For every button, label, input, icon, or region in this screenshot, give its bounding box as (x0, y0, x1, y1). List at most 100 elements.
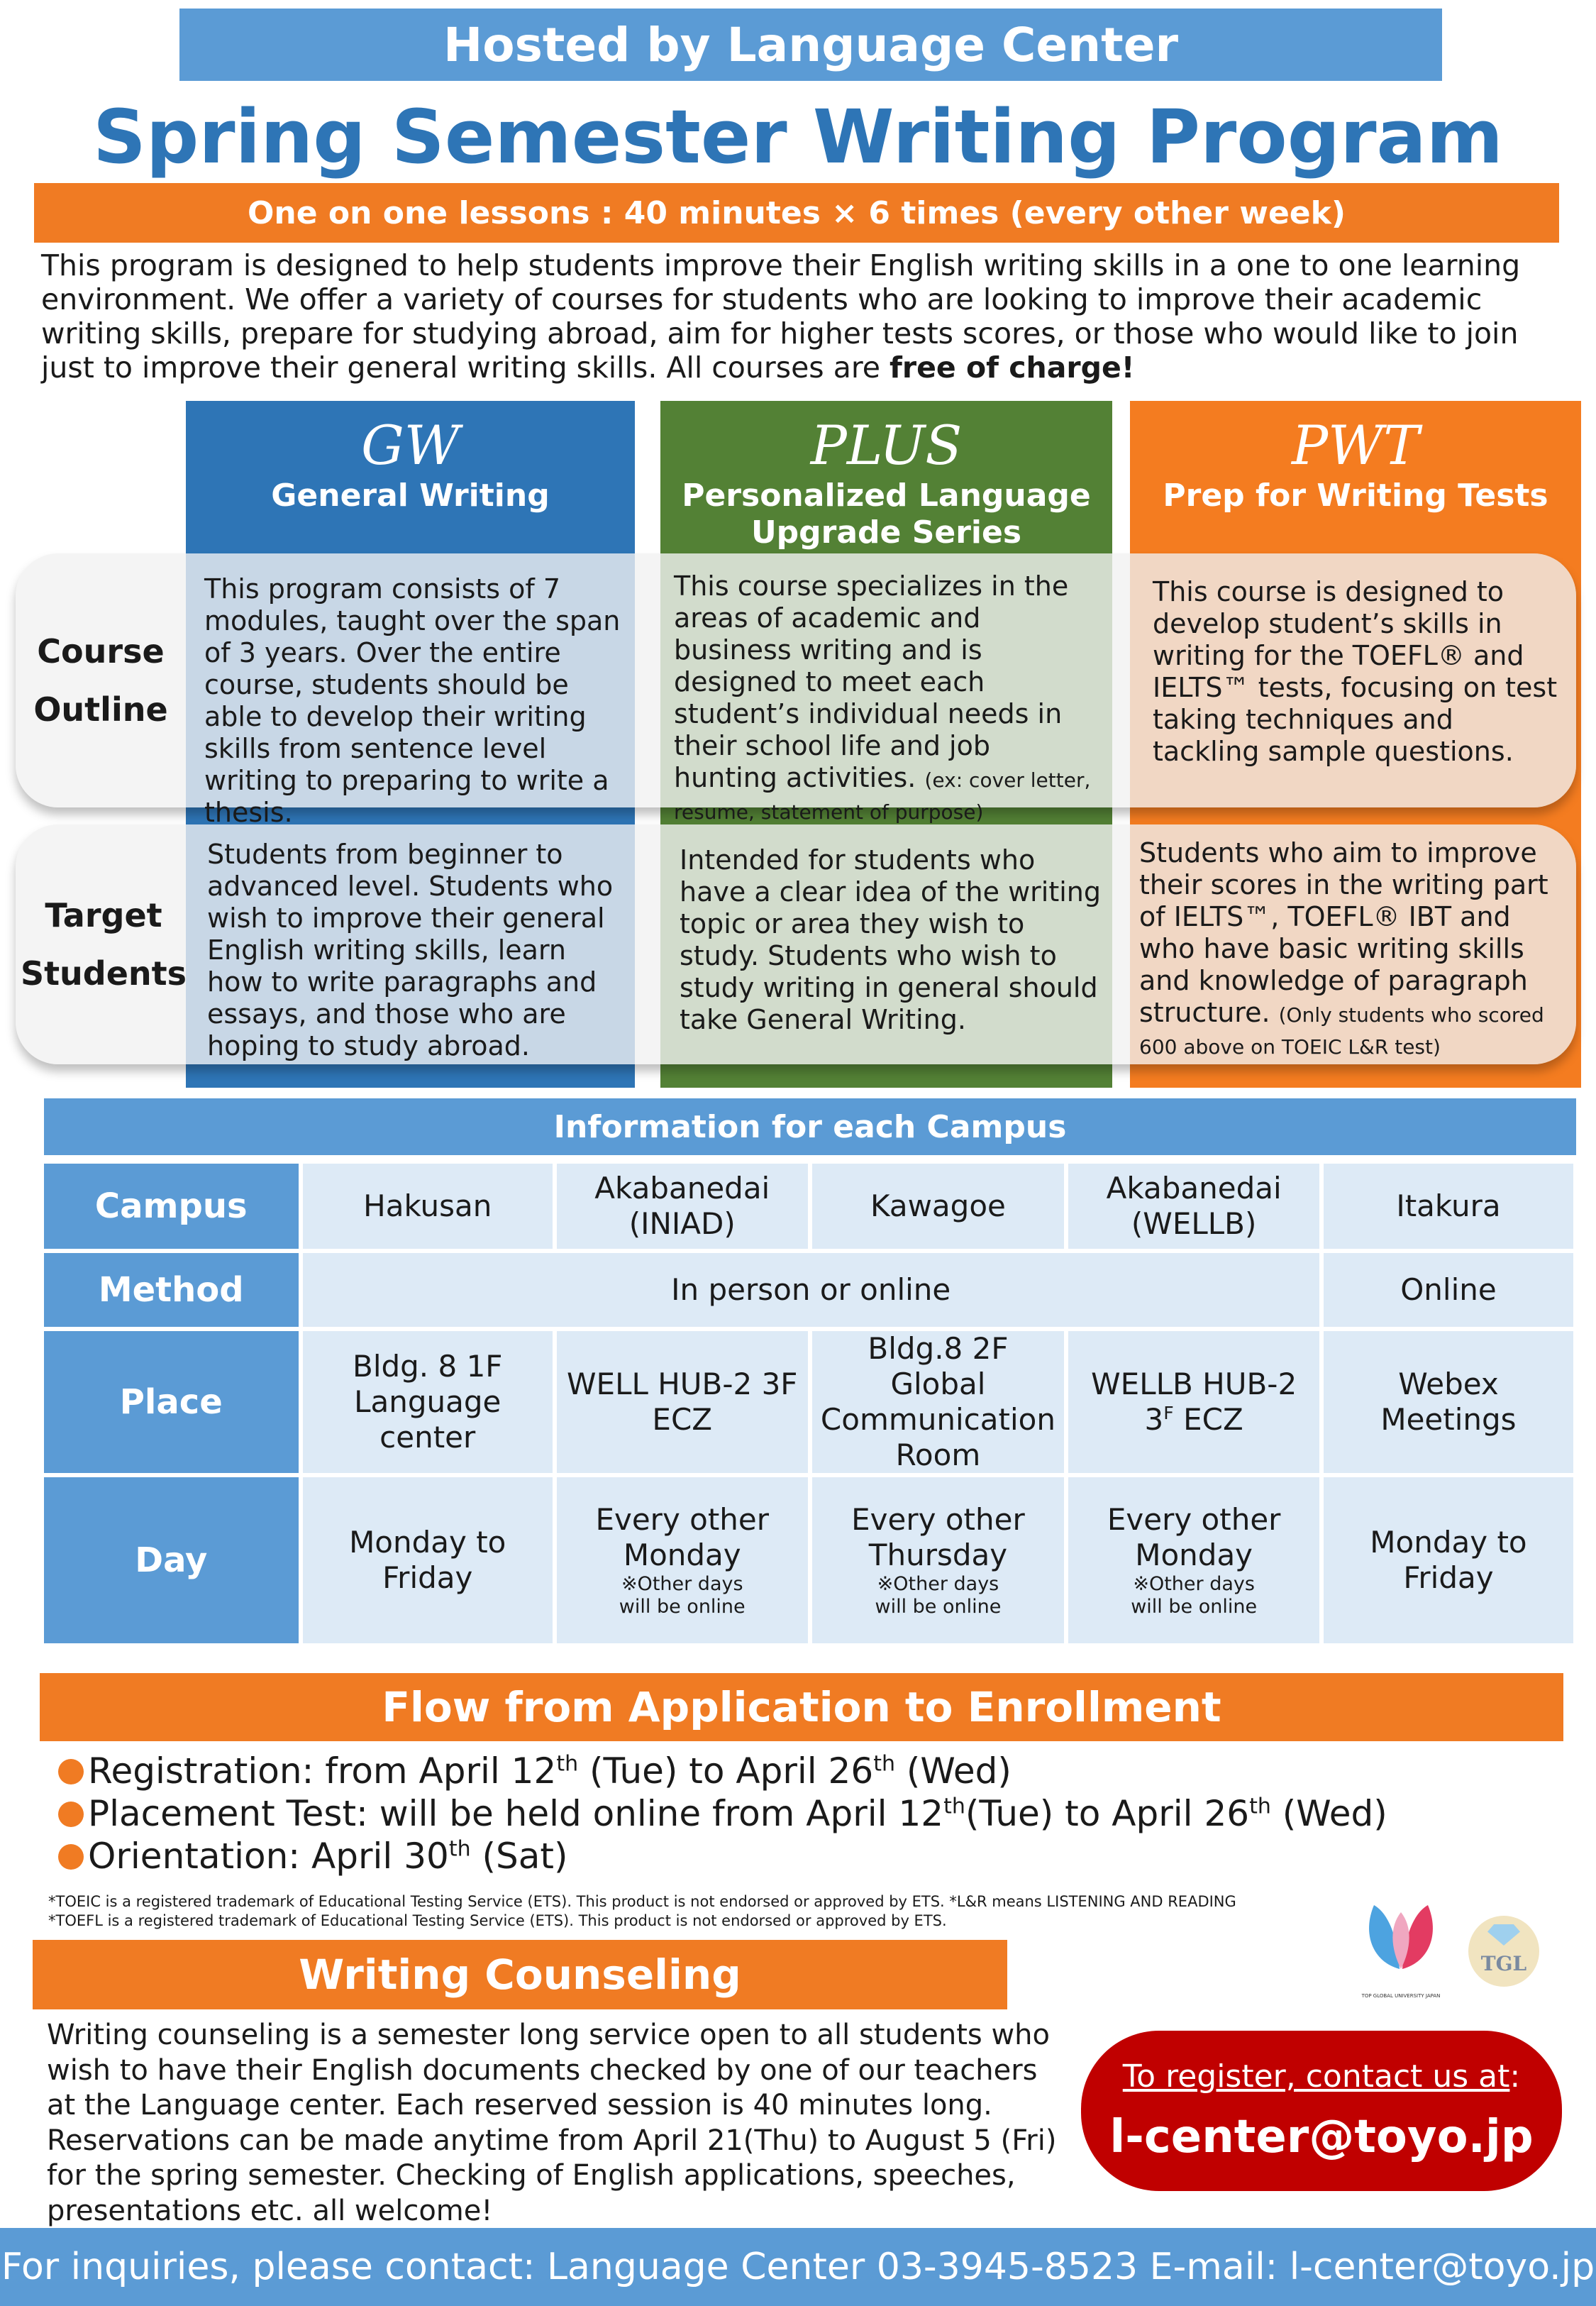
day-line: Every other (851, 1502, 1025, 1537)
flow-text: Registration: from April 12 (88, 1750, 557, 1792)
day-line: Monday (623, 1538, 741, 1572)
row-label-line: Course (37, 632, 165, 671)
place-floor: 3 (1144, 1402, 1164, 1437)
row-label-line: Outline (33, 690, 168, 729)
counseling-text: Writing counseling is a semester long se… (47, 2019, 1057, 2227)
target-text-gw: Students from beginner to advanced level… (207, 839, 614, 1061)
lessons-text: One on one lessons : 40 minutes × 6 time… (247, 194, 1346, 231)
register-email[interactable]: l-center@toyo.jp (1109, 2111, 1534, 2163)
outline-cell-plus (660, 553, 1112, 807)
day-note: ※Other days (877, 1573, 999, 1595)
flow-registration: Registration: from April 12th (Tue) to A… (58, 1750, 1562, 1792)
outline-cell-pwt (1130, 553, 1576, 807)
method-label: Method (44, 1253, 299, 1327)
place-floor-sup: F (1163, 1403, 1174, 1423)
day-line: Thursday (868, 1538, 1008, 1572)
intro-text: This program is designed to help student… (41, 248, 1521, 385)
row-label-line: Target (45, 896, 162, 934)
method-in-person-or-online: In person or online (302, 1253, 1319, 1327)
top-global-university-logo: TOP GLOBAL UNIVERSITY JAPAN (1358, 1891, 1443, 2004)
place-line: center (379, 1420, 476, 1455)
flow-sup: th (1249, 1794, 1271, 1819)
place-line: Communication (820, 1402, 1055, 1437)
day-note: will be online (1131, 1596, 1258, 1618)
flow-sup: th (448, 1836, 471, 1862)
register-prompt-link[interactable]: To register, contact us at (1122, 2058, 1510, 2095)
day-line: Monday to (1370, 1525, 1527, 1560)
flow-text: (Tue) to April 26 (965, 1793, 1250, 1834)
target-text: Students who aim to improve their scores… (1139, 837, 1548, 1028)
register-contact-box[interactable]: To register, contact us at: l-center@toy… (1081, 2031, 1562, 2191)
campus-label: Campus (44, 1164, 299, 1249)
outline-note: (ex: cover letter, resume, statement of … (674, 768, 1091, 824)
place-label: Place (44, 1331, 299, 1473)
outline-text-pwt: This course is designed to develop stude… (1153, 576, 1558, 767)
day-note: will be online (875, 1596, 1002, 1618)
day-line: Friday (1403, 1560, 1494, 1595)
course-name: Personalized Language (682, 478, 1091, 514)
footer-text: For inquiries, please contact: Language … (1, 2246, 1595, 2288)
course-abbr: GW (361, 414, 460, 477)
day-note: will be online (619, 1596, 746, 1618)
campus-banner-text: Information for each Campus (553, 1108, 1067, 1145)
diamond-icon (1487, 1924, 1520, 1946)
course-name-line2: Upgrade Series (750, 514, 1022, 551)
flow-placement-test: Placement Test: will be held online from… (58, 1792, 1562, 1835)
counseling-banner: Writing Counseling (33, 1940, 1007, 2009)
trademark-toefl: *TOEFL is a registered trademark of Educ… (48, 1912, 947, 1929)
flow-text: (Wed) (894, 1750, 1012, 1792)
place-line: Bldg. 8 1F (353, 1349, 503, 1384)
target-cell-plus (660, 824, 1112, 1064)
place-line: WELLB HUB-2 (1091, 1367, 1297, 1401)
flow-sup: th (873, 1751, 895, 1777)
flow-text: Orientation: April 30 (88, 1836, 449, 1877)
flow-banner: Flow from Application to Enrollment (40, 1673, 1563, 1741)
register-prompt-colon: : (1509, 2058, 1521, 2095)
tgl-logo: TGL (1468, 1916, 1539, 1987)
day-note: ※Other days (621, 1573, 743, 1595)
trademark-toeic: *TOEIC is a registered trademark of Educ… (48, 1893, 1236, 1910)
flow-orientation: Orientation: April 30th (Sat) (58, 1835, 1562, 1877)
campus-name-sub: (WELLB) (1131, 1206, 1257, 1241)
campus-table: Campus Hakusan Akabanedai(INIAD) Kawagoe… (40, 1159, 1578, 1648)
tgl-logo-text: TGL (1480, 1951, 1527, 1975)
day-line: Monday to (349, 1525, 506, 1560)
day-note: ※Other days (1133, 1573, 1255, 1595)
hosted-text: Hosted by Language Center (443, 17, 1179, 72)
flow-sup: th (556, 1751, 579, 1777)
hosted-banner: Hosted by Language Center (179, 9, 1442, 81)
campus-name-akabanedai-iniad: Akabanedai(INIAD) (556, 1164, 808, 1249)
target-note: (Only students who scored 600 above on T… (1139, 1003, 1544, 1059)
campus-name: Akabanedai (1106, 1171, 1282, 1206)
row-label-line: Students (20, 954, 187, 993)
trademark-notes: *TOEIC is a registered trademark of Educ… (48, 1892, 1361, 1931)
campus-name: Hakusan (363, 1188, 492, 1223)
day-line: Every other (1107, 1502, 1281, 1537)
course-header-pwt: PWT Prep for Writing Tests (1130, 401, 1581, 514)
outline-text-plus: This course specializes in the areas of … (674, 570, 1099, 826)
place-line: Language (354, 1384, 501, 1419)
target-cell-pwt (1130, 824, 1576, 1064)
campus-banner: Information for each Campus (44, 1098, 1576, 1155)
day-line: Friday (382, 1560, 473, 1595)
campus-name-akabanedai-wellb: Akabanedai(WELLB) (1068, 1164, 1319, 1249)
flow-text: (Wed) (1270, 1793, 1387, 1834)
footer-bar: For inquiries, please contact: Language … (0, 2228, 1596, 2306)
day-label: Day (44, 1477, 299, 1643)
place-line: Meetings (1380, 1402, 1517, 1437)
campus-name: Akabanedai (594, 1171, 770, 1206)
intro-emphasis: free of charge! (890, 351, 1135, 385)
course-header-plus: PLUS Personalized Language Upgrade Serie… (660, 401, 1112, 551)
campus-name-hakusan: Hakusan (302, 1164, 553, 1249)
flow-list: Registration: from April 12th (Tue) to A… (58, 1750, 1562, 1877)
intro-paragraph: This program is designed to help student… (41, 248, 1566, 385)
course-name: Prep for Writing Tests (1163, 478, 1548, 514)
lessons-banner: One on one lessons : 40 minutes × 6 time… (34, 183, 1559, 243)
